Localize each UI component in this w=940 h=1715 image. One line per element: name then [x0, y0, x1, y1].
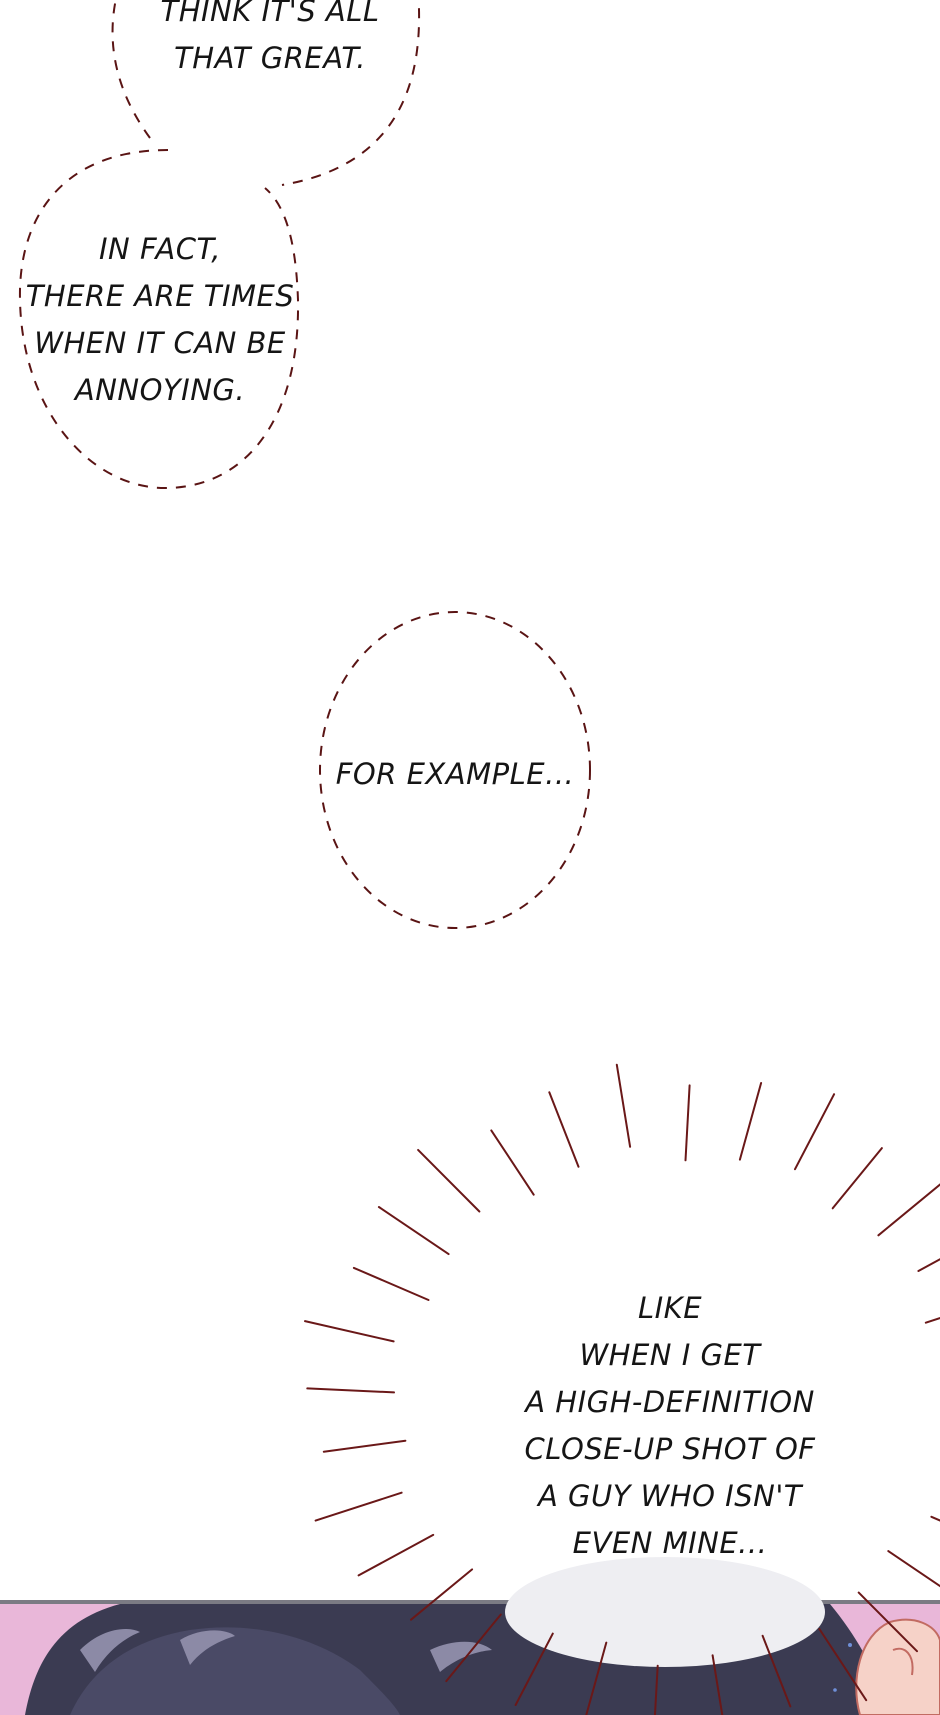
burst-line: [306, 1387, 395, 1394]
bottom-panel: [0, 1557, 940, 1715]
speech-bubble-in-fact: [18, 149, 300, 490]
bubble-text-example: FOR EXAMPLE...: [330, 751, 580, 798]
burst-line: [877, 1183, 940, 1237]
burst-line: [417, 1148, 481, 1213]
burst-line: [314, 1491, 403, 1522]
bubble-line: CLOSE-UP SHOT OF: [524, 1432, 816, 1466]
bubble-line: WHEN IT CAN BE: [34, 326, 286, 360]
bubble-text-top: THINK IT'S ALL THAT GREAT.: [120, 0, 420, 82]
burst-line: [930, 1515, 940, 1522]
bubble-line: A HIGH-DEFINITION: [525, 1385, 815, 1419]
bubble-text-in-fact: IN FACT, THERE ARE TIMES WHEN IT CAN BE …: [20, 226, 300, 414]
burst-line: [304, 1320, 395, 1343]
burst-line: [357, 1533, 435, 1577]
burst-line: [831, 1147, 883, 1210]
burst-line: [548, 1091, 580, 1168]
emphasis-burst: [304, 1063, 940, 1715]
bubble-line: A GUY WHO ISN'T: [537, 1479, 803, 1513]
bubble-line: IN FACT,: [98, 232, 222, 266]
burst-line: [410, 1568, 474, 1621]
bubble-line: ANNOYING.: [74, 373, 246, 407]
burst-line: [490, 1129, 535, 1196]
burst-line: [322, 1439, 407, 1453]
burst-line: [653, 1664, 659, 1715]
speech-bubble-example: [319, 611, 591, 929]
burst-line: [352, 1266, 430, 1301]
burst-line: [445, 1613, 502, 1683]
bubble-line: THINK IT'S ALL: [160, 0, 380, 28]
burst-line: [738, 1082, 763, 1161]
burst-line: [514, 1632, 554, 1706]
burst-line: [711, 1654, 724, 1715]
burst-line: [761, 1634, 792, 1708]
bubble-line: EVEN MINE...: [572, 1526, 768, 1560]
bubble-line: LIKE: [637, 1291, 703, 1325]
burst-line: [684, 1084, 691, 1162]
speech-bubble-top: [111, 0, 421, 186]
burst-line: [585, 1641, 608, 1715]
bubble-line: WHEN I GET: [579, 1338, 761, 1372]
burst-line: [887, 1550, 940, 1588]
burst-line: [377, 1206, 450, 1256]
burst-line: [794, 1093, 836, 1171]
burst-line: [818, 1628, 868, 1702]
burst-line: [857, 1591, 918, 1653]
bubble-line: THAT GREAT.: [174, 41, 366, 75]
bubble-line: FOR EXAMPLE...: [335, 757, 575, 791]
burst-line: [924, 1317, 940, 1324]
burst-line: [615, 1063, 632, 1148]
bubble-line: THERE ARE TIMES: [25, 279, 295, 313]
bubble-text-like: LIKE WHEN I GET A HIGH-DEFINITION CLOSE-…: [520, 1285, 820, 1567]
burst-line: [917, 1258, 940, 1272]
